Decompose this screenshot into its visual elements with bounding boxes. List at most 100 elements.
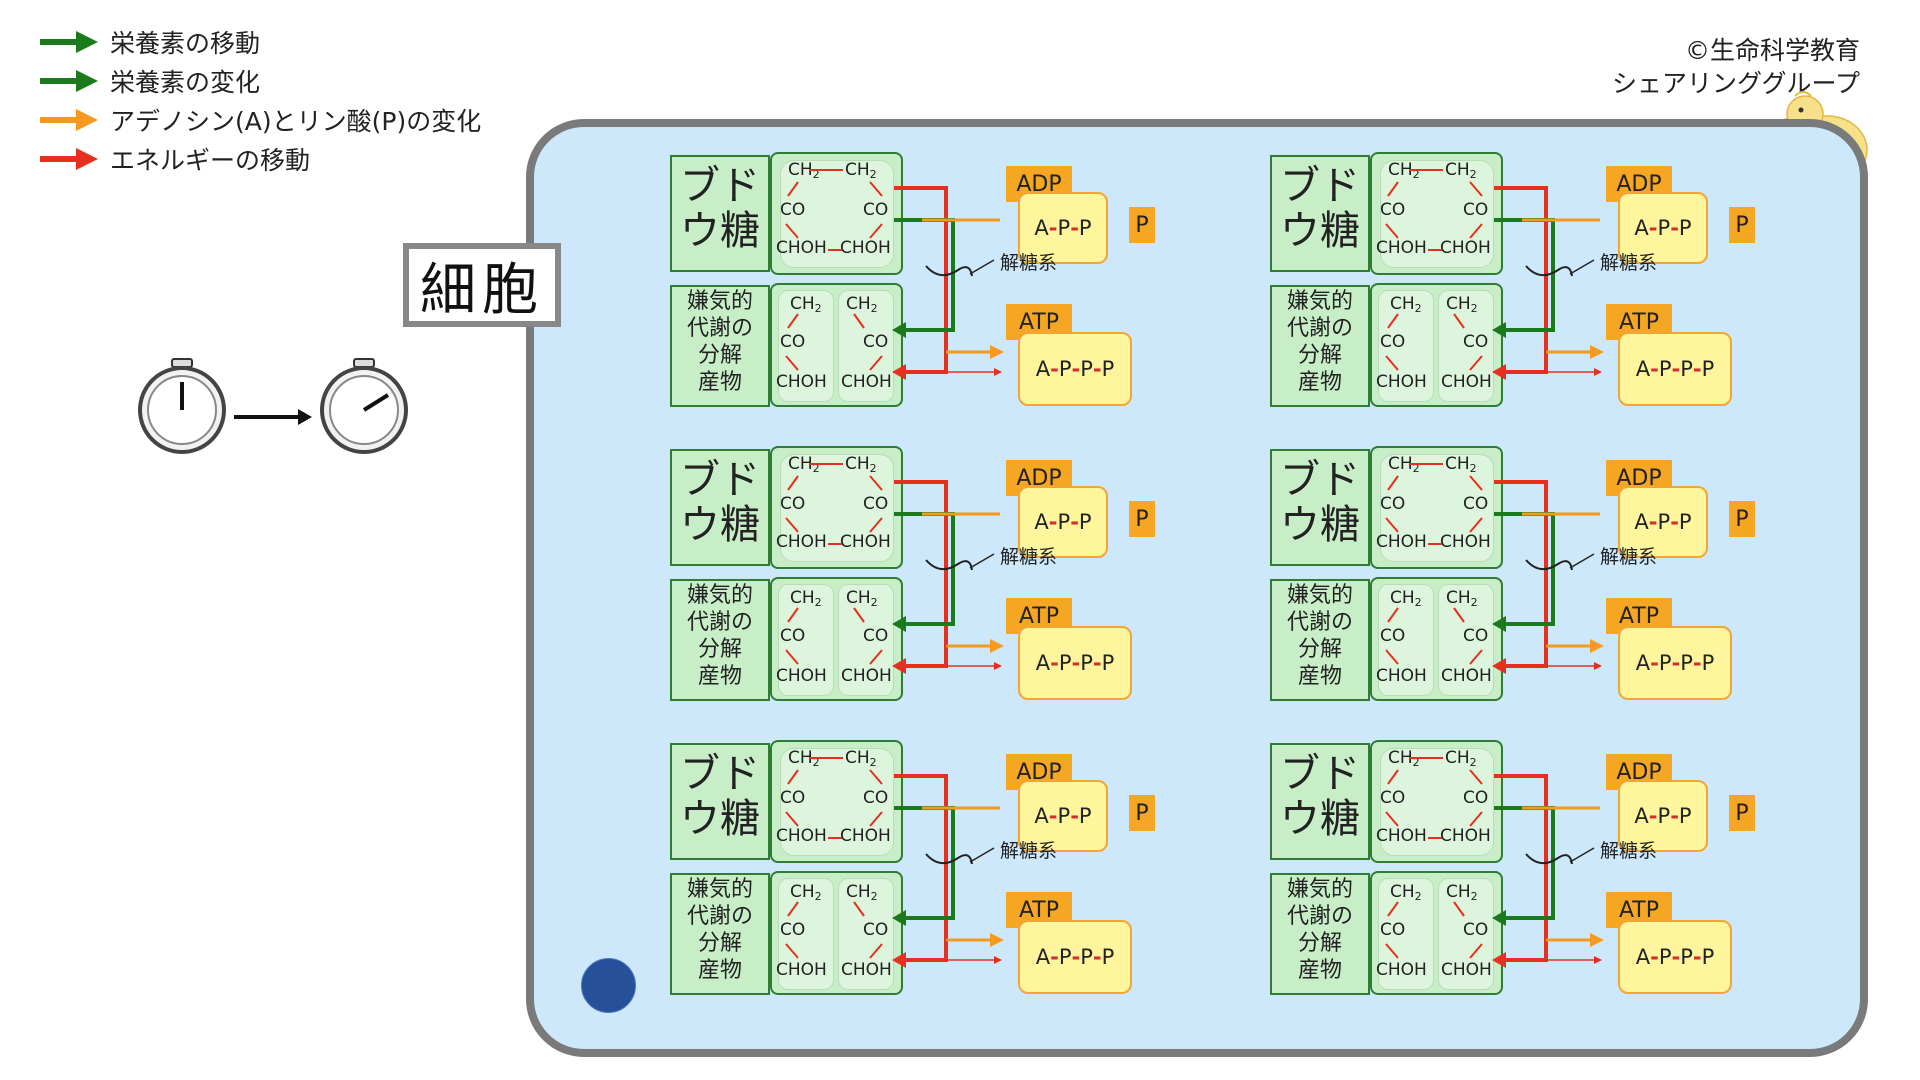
bond (869, 769, 883, 785)
arrow-icon (40, 147, 98, 170)
bond (853, 313, 865, 329)
stopwatch-transition (138, 358, 408, 454)
glucose-box (1270, 743, 1370, 860)
energy-thin-head (1594, 368, 1602, 376)
ch2-p1: CH2 (790, 294, 822, 315)
bond (1385, 943, 1399, 959)
adp-molecule: A-P-P (1618, 780, 1708, 852)
energy-thin-head (994, 662, 1002, 670)
ch2-right: CH2 (845, 160, 877, 181)
adp-molecule: A-P-P (1018, 486, 1108, 558)
flow-arrows (785, 463, 1004, 674)
legend-label: アデノシン(A)とリン酸(P)の変化 (110, 106, 482, 136)
bond (785, 223, 799, 239)
stopwatch-icon-start (138, 358, 226, 454)
atp-molecule: A-P-P-P (1618, 332, 1732, 406)
choh-left: CHOH (776, 826, 827, 846)
choh-right: CHOH (1440, 238, 1491, 258)
product-label: 嫌気的代謝の分解産物 (1286, 289, 1353, 395)
co-p2: CO (863, 626, 889, 646)
glycolysis-label: 解糖系 (1600, 252, 1658, 274)
energy-arrowhead (1492, 658, 1506, 674)
bond (1469, 811, 1483, 827)
bond (1469, 943, 1483, 959)
nutrient-arrowhead (892, 616, 906, 632)
bond (1385, 355, 1399, 371)
bond (785, 355, 799, 371)
choh-left: CHOH (1376, 238, 1427, 258)
nucleus (581, 958, 636, 1013)
energy-arrowhead (1492, 364, 1506, 380)
glucose-box (670, 743, 770, 860)
choh-left: CHOH (776, 532, 827, 552)
bond (869, 355, 883, 371)
glycolysis-curl (925, 265, 973, 277)
energy-path (894, 480, 948, 668)
arrow-icon (40, 30, 98, 53)
arrow-icon (40, 69, 98, 92)
choh-p1: CHOH (1376, 372, 1427, 392)
bond (787, 901, 799, 917)
pyruvate-right (1438, 584, 1494, 696)
bond (869, 475, 883, 491)
flow-arrows (785, 757, 1004, 968)
choh-left: CHOH (1376, 826, 1427, 846)
ch2-left: CH2 (788, 454, 820, 475)
glucose-ring (780, 160, 894, 268)
flow-arrows (1385, 169, 1604, 380)
product-label: 嫌気的代謝の分解産物 (1286, 583, 1353, 689)
glycolysis-pointer (1569, 847, 1595, 863)
co-p2: CO (863, 332, 889, 352)
flow-arrows (1385, 757, 1604, 968)
choh-right: CHOH (1440, 532, 1491, 552)
pyruvate-left (778, 584, 834, 696)
choh-right: CHOH (840, 826, 891, 846)
nutrient-arrowhead (1492, 616, 1506, 632)
bond (1469, 355, 1483, 371)
glucose-label: ブドウ糖 (680, 163, 760, 254)
ch2-p2: CH2 (846, 294, 878, 315)
ch2-p2: CH2 (1446, 882, 1478, 903)
co-right: CO (1463, 788, 1489, 808)
ch2-left: CH2 (1388, 748, 1420, 769)
legend-label: 栄養素の変化 (110, 67, 261, 97)
choh-p2: CHOH (1441, 666, 1492, 686)
stopwatch-icon-end (320, 358, 408, 454)
bond (787, 313, 799, 329)
glycolysis-pointer (969, 847, 995, 863)
bond (869, 181, 883, 197)
energy-path (1494, 480, 1548, 668)
pyruvate-right (1438, 290, 1494, 402)
bond (1387, 475, 1399, 491)
choh-right: CHOH (840, 532, 891, 552)
glycolysis-label: 解糖系 (1000, 546, 1058, 568)
bond (1469, 475, 1483, 491)
nutrient-arrowhead (892, 910, 906, 926)
energy-path (894, 774, 948, 962)
adenosine-arrowhead (990, 345, 1004, 359)
legend-item: 栄養素の変化 (38, 61, 481, 100)
choh-p2: CHOH (1441, 960, 1492, 980)
glucose-label: ブドウ糖 (680, 457, 760, 548)
ch2-p1: CH2 (1390, 588, 1422, 609)
ch2-left: CH2 (1388, 454, 1420, 475)
co-left: CO (780, 494, 806, 514)
pyruvate-right (838, 584, 894, 696)
adenosine-arrowhead (990, 933, 1004, 947)
co-p2: CO (1463, 920, 1489, 940)
pyruvate-left (1378, 878, 1434, 990)
ch2-left: CH2 (788, 160, 820, 181)
glycolysis-pointer (969, 259, 995, 275)
ch2-right: CH2 (845, 454, 877, 475)
product-label: 嫌気的代謝の分解産物 (1286, 877, 1353, 983)
co-p2: CO (1463, 626, 1489, 646)
bond (869, 943, 883, 959)
nutrient-arrowhead (892, 322, 906, 338)
glycolysis-label: 解糖系 (1000, 840, 1058, 862)
glycolysis-pointer (1569, 553, 1595, 569)
co-p1: CO (1380, 332, 1406, 352)
credit: ©生命科学教育 シェアリンググループ (1612, 34, 1860, 100)
pyruvate-left (778, 290, 834, 402)
